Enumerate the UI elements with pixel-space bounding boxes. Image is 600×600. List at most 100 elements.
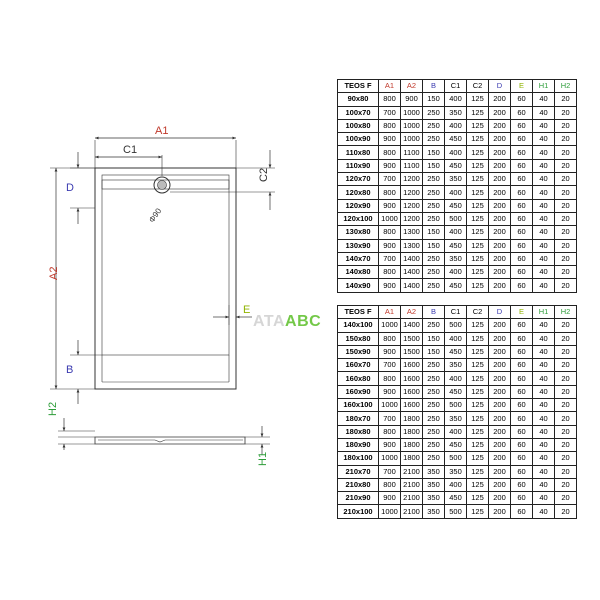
value-cell: 200	[488, 371, 511, 386]
value-cell: 60	[510, 198, 533, 213]
value-cell: 20	[554, 265, 577, 280]
model-size-cell: 110x80	[337, 145, 379, 160]
value-cell: 800	[378, 477, 401, 493]
value-cell: 700	[378, 105, 401, 120]
value-cell: 60	[510, 358, 533, 373]
label-c1: C1	[123, 144, 137, 156]
model-size-cell: 180x90	[337, 437, 379, 453]
value-cell: 20	[554, 105, 577, 120]
value-cell: 800	[378, 92, 401, 107]
value-cell: 40	[532, 464, 555, 479]
value-cell: 20	[554, 92, 577, 107]
value-cell: 20	[554, 118, 577, 134]
value-cell: 60	[510, 504, 533, 519]
value-cell: 40	[532, 491, 555, 506]
column-header-c2: C2	[466, 78, 489, 94]
drain-channel	[101, 179, 230, 190]
value-cell: 250	[422, 437, 445, 453]
tray-side-view	[58, 418, 270, 455]
value-cell: 40	[532, 424, 555, 439]
value-cell: 250	[422, 265, 445, 280]
value-cell: 20	[554, 318, 577, 333]
model-size-cell: 90x80	[337, 92, 379, 107]
value-cell: 450	[444, 198, 467, 213]
value-cell: 1300	[400, 225, 423, 240]
value-cell: 800	[378, 371, 401, 386]
value-cell: 20	[554, 384, 577, 400]
value-cell: 2100	[400, 464, 423, 479]
value-cell: 20	[554, 132, 577, 147]
value-cell: 900	[378, 238, 401, 253]
tray-outer-outline	[94, 167, 237, 390]
model-size-cell: 210x80	[337, 477, 379, 493]
value-cell: 20	[554, 437, 577, 453]
value-cell: 900	[378, 278, 401, 293]
value-cell: 250	[422, 411, 445, 426]
value-cell: 20	[554, 238, 577, 253]
model-size-cell: 100x70	[337, 105, 379, 120]
value-cell: 20	[554, 451, 577, 466]
model-size-cell: 100x90	[337, 132, 379, 147]
column-header-d: D	[488, 304, 511, 320]
value-cell: 60	[510, 185, 533, 200]
value-cell: 150	[422, 158, 445, 174]
value-cell: 40	[532, 504, 555, 519]
value-cell: 125	[466, 331, 489, 346]
value-cell: 1200	[400, 198, 423, 213]
value-cell: 60	[510, 344, 533, 360]
value-cell: 60	[510, 251, 533, 267]
value-cell: 200	[488, 437, 511, 453]
value-cell: 800	[378, 331, 401, 346]
value-cell: 1000	[378, 504, 401, 519]
value-cell: 60	[510, 451, 533, 466]
value-cell: 60	[510, 92, 533, 107]
value-cell: 125	[466, 411, 489, 426]
value-cell: 700	[378, 411, 401, 426]
value-cell: 150	[422, 238, 445, 253]
value-cell: 500	[444, 398, 467, 413]
column-header-teos-f: TEOS F	[337, 78, 379, 94]
value-cell: 1400	[400, 251, 423, 267]
value-cell: 200	[488, 198, 511, 213]
value-cell: 60	[510, 331, 533, 346]
watermark-text-1: ATA	[253, 313, 286, 330]
value-cell: 40	[532, 318, 555, 333]
value-cell: 1600	[400, 371, 423, 386]
value-cell: 20	[554, 172, 577, 187]
value-cell: 700	[378, 464, 401, 479]
value-cell: 150	[422, 331, 445, 346]
value-cell: 20	[554, 398, 577, 413]
value-cell: 1000	[400, 105, 423, 120]
label-a2: A2	[48, 267, 60, 280]
value-cell: 400	[444, 145, 467, 160]
value-cell: 350	[444, 251, 467, 267]
value-cell: 150	[422, 145, 445, 160]
value-cell: 40	[532, 398, 555, 413]
value-cell: 150	[422, 225, 445, 240]
value-cell: 400	[444, 477, 467, 493]
value-cell: 125	[466, 424, 489, 439]
value-cell: 20	[554, 491, 577, 506]
value-cell: 125	[466, 105, 489, 120]
value-cell: 20	[554, 185, 577, 200]
value-cell: 200	[488, 145, 511, 160]
value-cell: 125	[466, 477, 489, 493]
model-size-cell: 210x90	[337, 491, 379, 506]
value-cell: 400	[444, 265, 467, 280]
value-cell: 125	[466, 437, 489, 453]
value-cell: 1300	[400, 238, 423, 253]
value-cell: 60	[510, 477, 533, 493]
value-cell: 1000	[400, 118, 423, 134]
value-cell: 500	[444, 318, 467, 333]
value-cell: 20	[554, 424, 577, 439]
value-cell: 200	[488, 344, 511, 360]
model-size-cell: 120x80	[337, 185, 379, 200]
value-cell: 350	[422, 464, 445, 479]
value-cell: 125	[466, 398, 489, 413]
